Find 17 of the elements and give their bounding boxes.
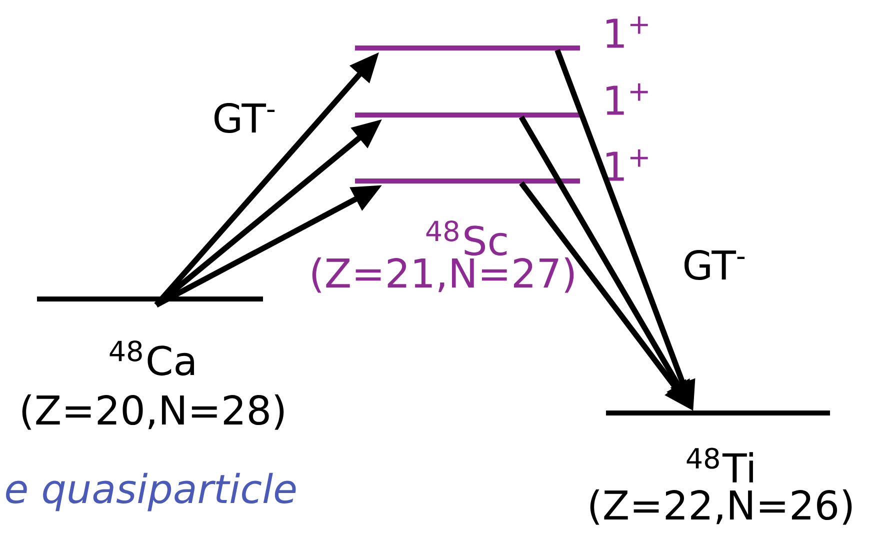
label: (Z=21,N=27) xyxy=(312,257,574,293)
node-label: $^{48}$Ti xyxy=(686,448,753,482)
energy-level: 1$^{+}$ xyxy=(355,149,648,184)
label: GT$^{-}$ xyxy=(684,250,745,280)
label: $^{48}$Sc xyxy=(426,220,507,256)
label: e quasiparticle xyxy=(6,472,296,512)
energy-level: 1$^{+}$ xyxy=(355,83,648,118)
node-label: (Z=22,N=26) xyxy=(590,489,852,525)
node-label: 1$^{+}$ xyxy=(606,16,648,48)
energy-level: 1$^{+}$ xyxy=(355,16,648,50)
label: GT$^{-}$ xyxy=(214,103,275,134)
energy-level: $^{48}$Ti (Z=22,N=26) xyxy=(590,410,852,525)
node-label: $^{48}$Ca xyxy=(110,340,194,376)
node-label: (Z=20,N=28) xyxy=(22,394,284,430)
node-label: 1$^{+}$ xyxy=(606,149,648,181)
node-label: 1$^{+}$ xyxy=(606,83,648,115)
energy-level: $^{48}$Ca (Z=20,N=28) xyxy=(22,296,284,430)
